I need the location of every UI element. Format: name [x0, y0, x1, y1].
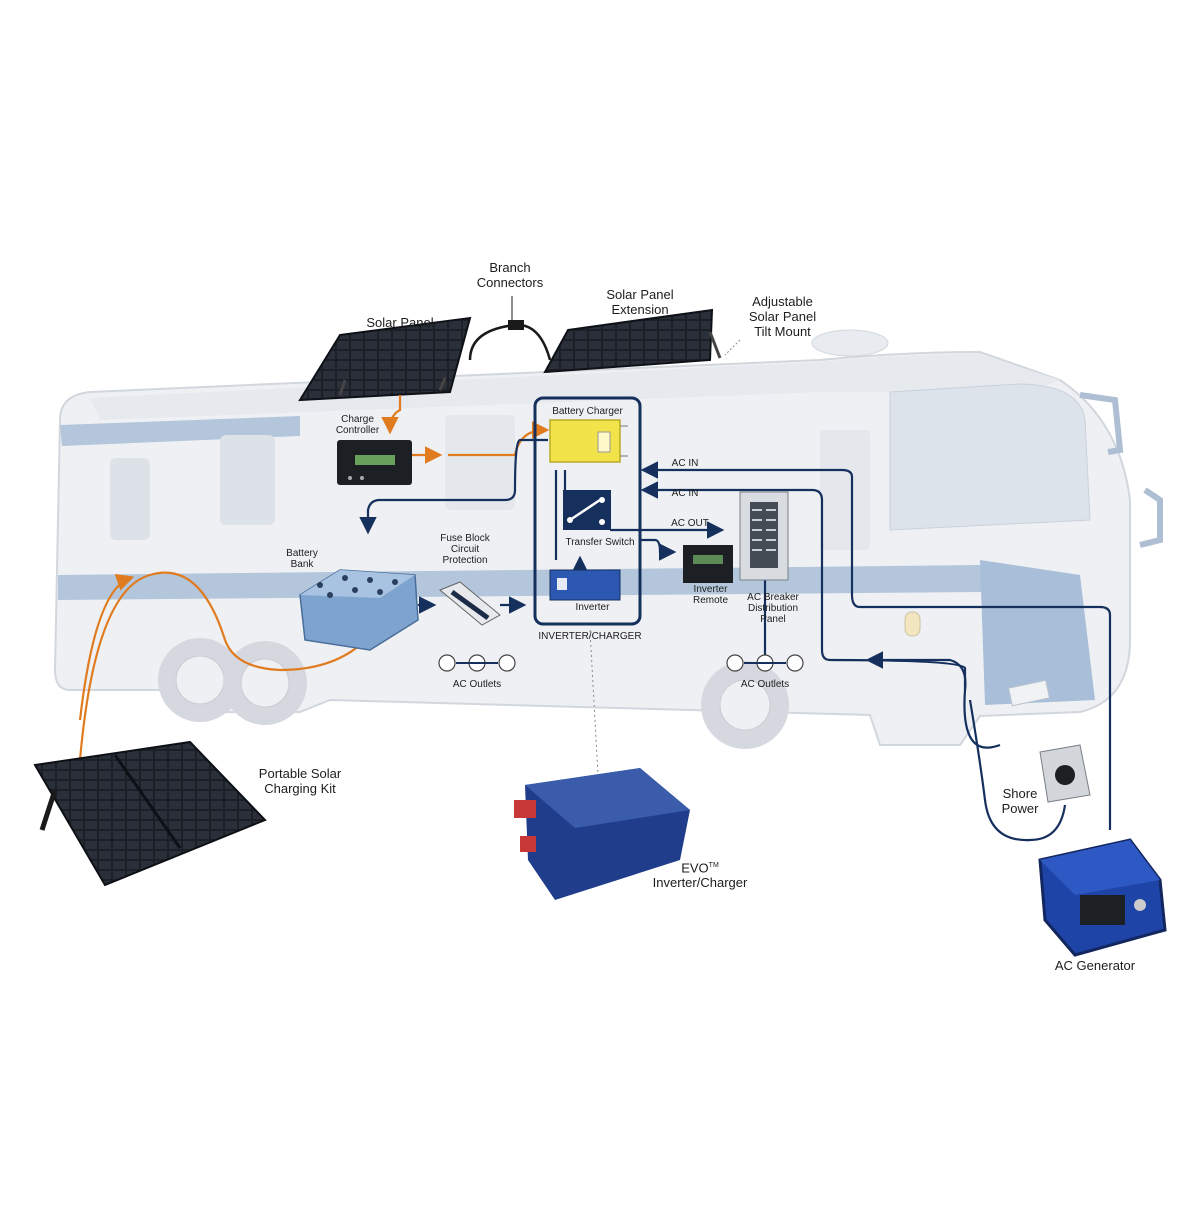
charge-controller	[337, 440, 412, 485]
evo-inverter-charger	[514, 768, 690, 900]
label-battery-bank: Battery Bank	[286, 548, 318, 570]
shore-power-box	[1039, 744, 1091, 803]
ac-generator	[1038, 838, 1167, 957]
tilt-mount-leader	[724, 339, 741, 356]
rv-wheel-front	[701, 661, 789, 749]
branch-connector	[508, 320, 524, 330]
rv-door	[820, 430, 870, 550]
label-ac-generator: AC Generator	[1054, 958, 1136, 973]
ac-breaker-panel	[739, 491, 789, 581]
transfer-switch	[563, 490, 611, 530]
label-evo-tm: TM	[708, 862, 719, 869]
label-inverter-remote: Inverter Remote	[692, 584, 728, 606]
rv-front-panel	[980, 560, 1095, 705]
label-inverter: Inverter	[575, 602, 610, 613]
dc-wiring	[78, 395, 550, 761]
rv-wheel-rear-1	[158, 638, 242, 722]
roof-ac-unit	[811, 329, 889, 357]
label-ac-outlets-1: AC Outlets	[452, 679, 502, 690]
rv-body	[53, 329, 1163, 749]
label-ac-in-2: AC IN	[671, 488, 699, 499]
rv-roof	[90, 354, 1060, 420]
label-solar-panel-extension: Solar Panel Extension	[606, 287, 674, 317]
rv-window-side	[220, 435, 275, 525]
rv-headlight	[904, 611, 921, 637]
rv-windshield	[889, 383, 1091, 531]
rv-wheel-rear-2	[223, 641, 307, 725]
portable-solar-kit	[33, 740, 267, 887]
label-portable-solar: Portable Solar Charging Kit	[258, 766, 342, 796]
label-fuse-block: Fuse Block Circuit Protection	[440, 533, 490, 566]
label-ac-outlets-2: AC Outlets	[740, 679, 790, 690]
rv-window-mid	[445, 415, 515, 510]
rv-mirror-front	[1139, 487, 1163, 548]
label-ac-in-1: AC IN	[671, 458, 699, 469]
branch-connector-cable	[468, 323, 552, 361]
label-branch-connectors: Branch Connectors	[476, 260, 544, 290]
label-shore-power: Shore Power	[1001, 786, 1039, 816]
label-transfer-switch: Transfer Switch	[565, 537, 635, 548]
solar-panel-extension	[543, 308, 722, 374]
roof-solar-panel	[298, 316, 472, 402]
label-charge-controller: Charge Controller	[335, 414, 380, 436]
label-evo-suffix: Inverter/Charger	[652, 875, 748, 891]
rv-window-rear	[110, 458, 150, 540]
battery-charger	[549, 419, 628, 463]
label-evo: EVOTM Inverter/Charger	[625, 858, 775, 890]
battery-bank	[299, 569, 419, 651]
rv-mirror	[1079, 392, 1124, 455]
label-inverter-charger: INVERTER/CHARGER	[538, 631, 642, 642]
label-solar-panel: Solar Panel	[366, 315, 434, 330]
label-ac-out: AC OUT	[671, 518, 709, 529]
label-ac-breaker: AC Breaker Distribution Panel	[747, 592, 799, 625]
inverter-remote-device	[683, 545, 733, 583]
evo-leader	[589, 629, 599, 776]
rv-front-vent	[1007, 679, 1051, 707]
label-battery-charger: Battery Charger	[552, 406, 623, 417]
ac-wiring	[359, 438, 1112, 842]
label-evo-prefix: EVO	[681, 860, 709, 876]
fuse-block	[439, 581, 501, 626]
inverter-charger-frame	[533, 396, 642, 626]
label-tilt-mount: Adjustable Solar Panel Tilt Mount	[748, 294, 817, 339]
inverter-unit	[549, 569, 621, 601]
